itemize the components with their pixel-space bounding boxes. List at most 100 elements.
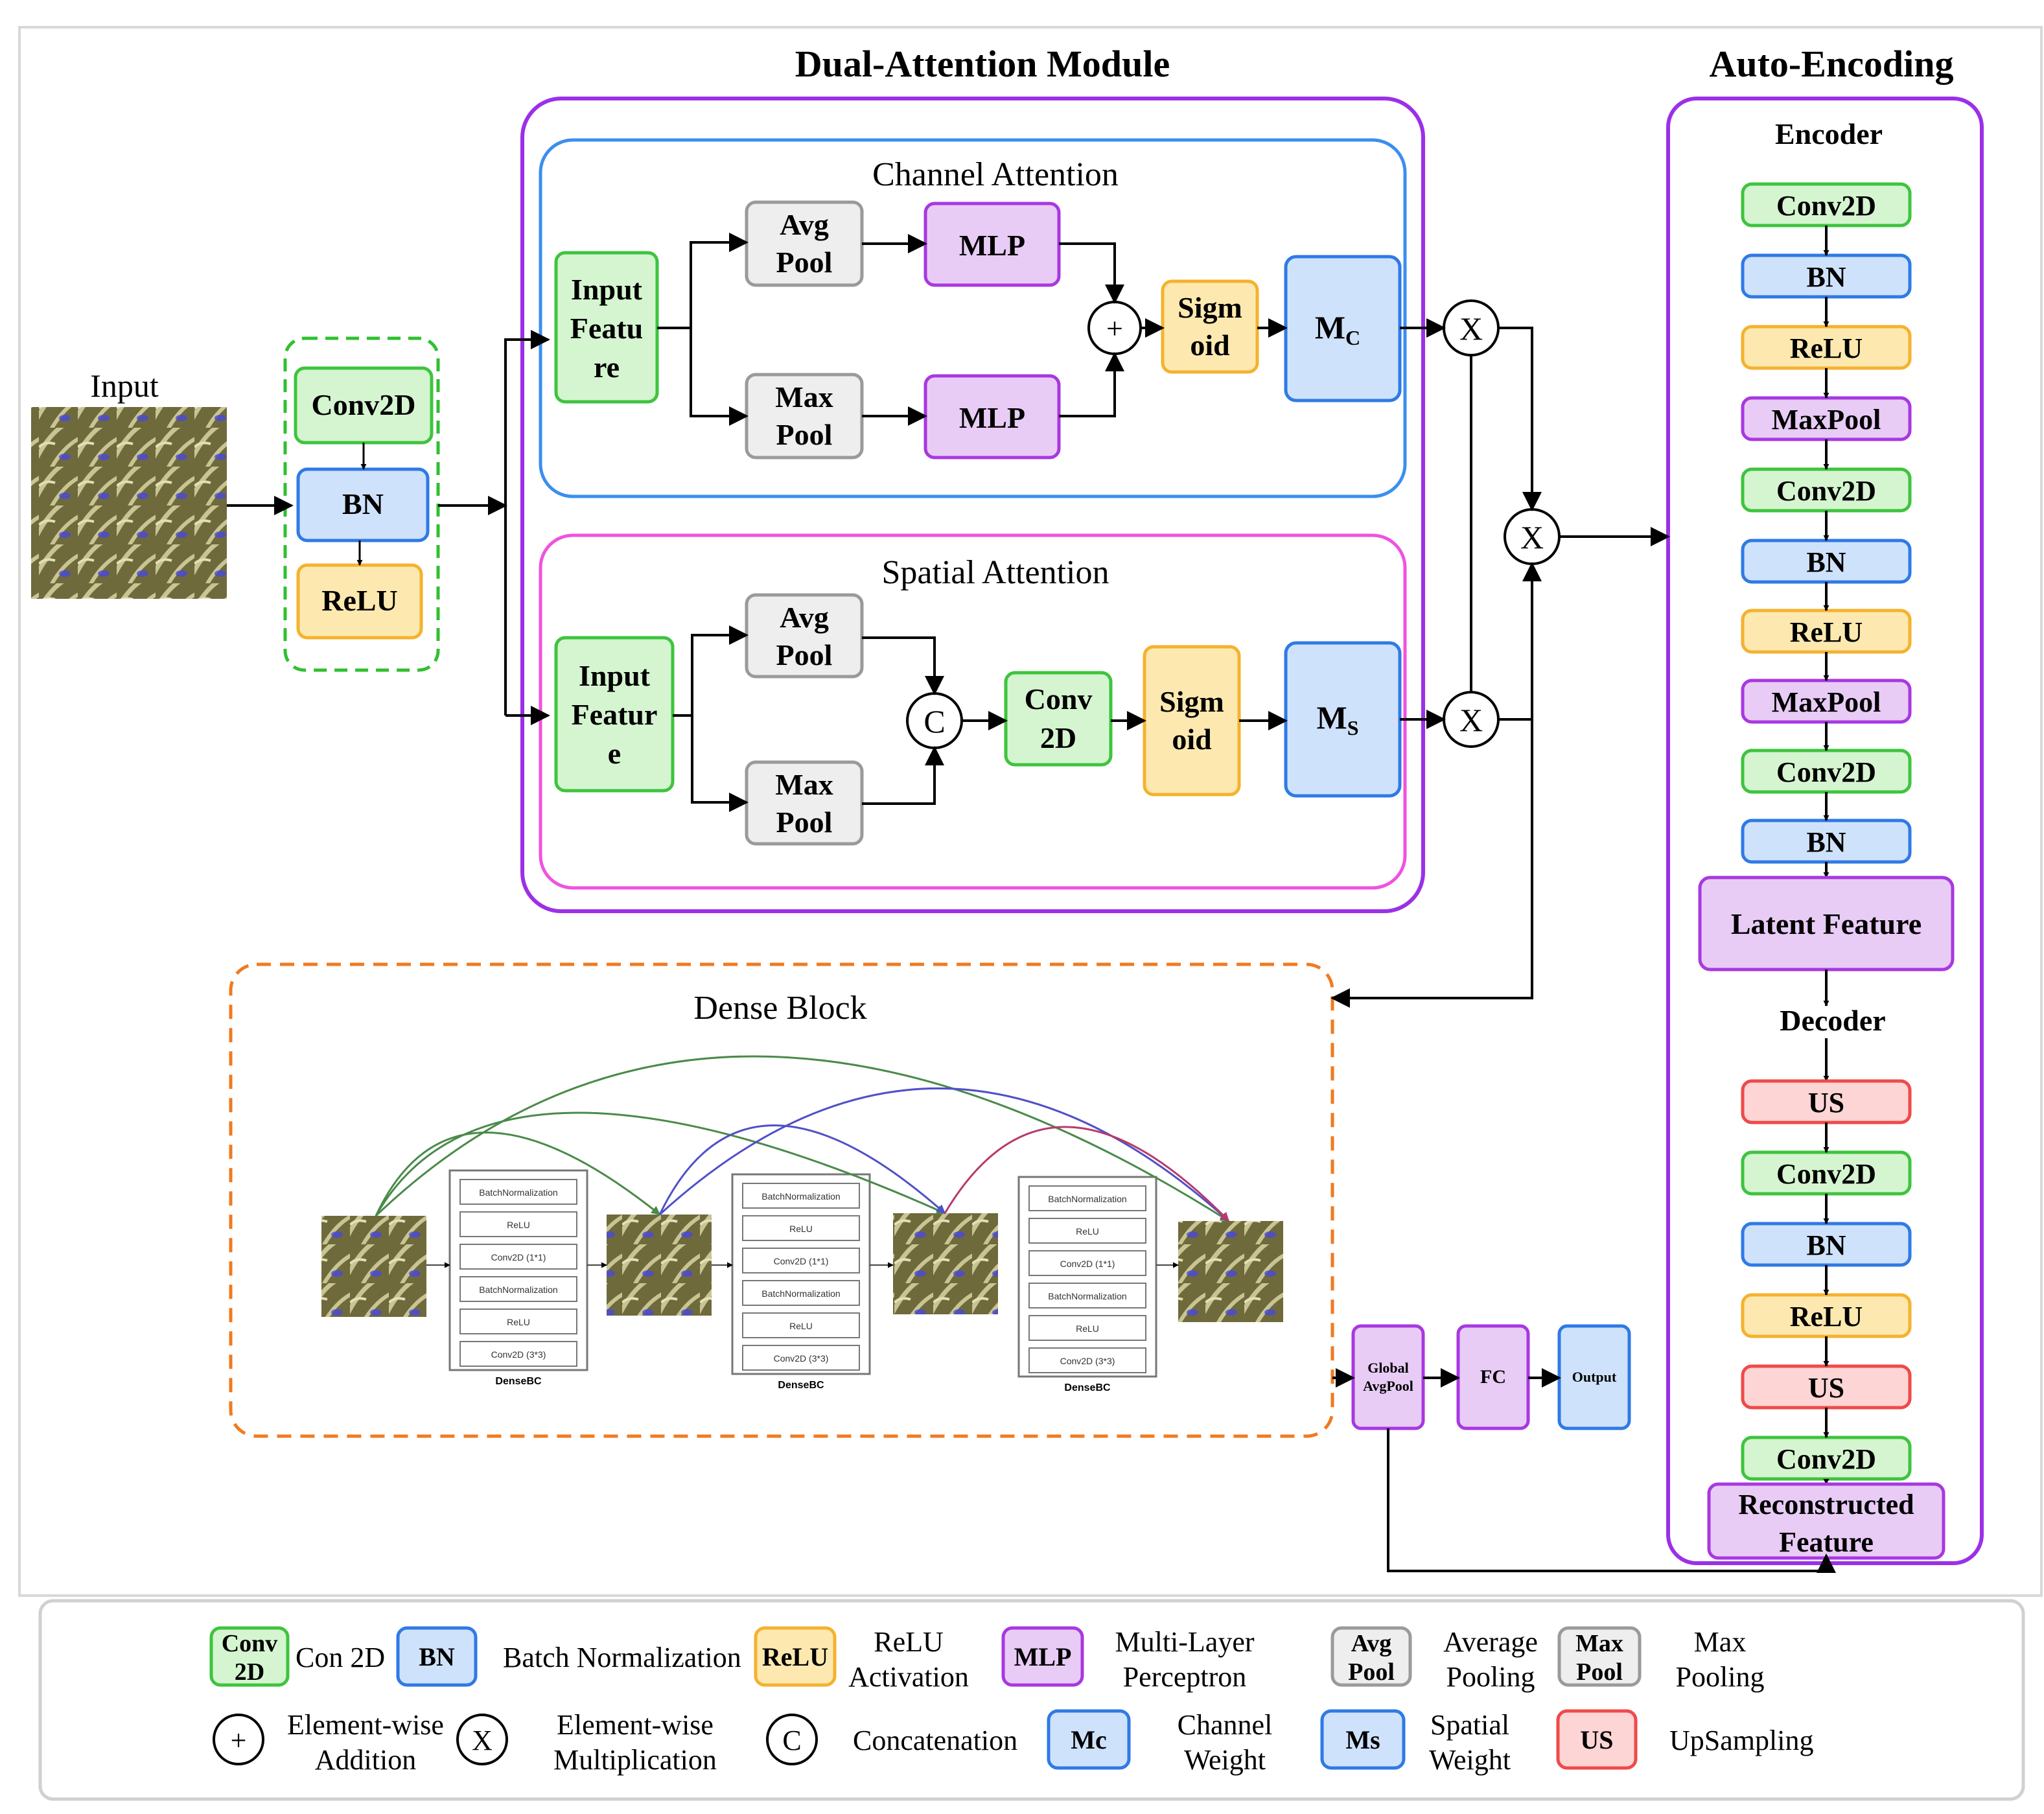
legend-item-6-symbol-line-2: Pool	[1576, 1658, 1623, 1686]
densebc-1-layer-1	[459, 1179, 577, 1205]
spatial-avgpool-line2: Pool	[776, 638, 833, 671]
encoder-layer-8-label: Conv2D	[1776, 756, 1876, 788]
legend-item-10-symbol-line-1: Mc	[1071, 1725, 1107, 1754]
arrow-gap-to-reconstructed	[1387, 1428, 1836, 1573]
dense-skip-connection-6	[944, 1126, 1230, 1222]
legend-item-2-symbol-line-1: BN	[419, 1642, 455, 1671]
spatial-input-feature-line3: e	[608, 737, 621, 770]
legend-item-3-symbol-line-1: ReLU	[762, 1642, 828, 1671]
stem-conv2d-label: Conv2D	[311, 388, 415, 421]
channel-sigmoid-line1: Sigm	[1178, 291, 1242, 324]
encoder-layer-4-label: Conv2D	[1776, 475, 1876, 507]
stem-bn-label: BN	[342, 487, 384, 520]
densebc-3-layer-5	[1028, 1315, 1146, 1341]
spatial-weight-sub: S	[1347, 716, 1359, 739]
dense-block-container	[229, 962, 1334, 1438]
spatial-conv2d-line1: Conv	[1025, 682, 1093, 715]
decoder-layer-5-label: Conv2D	[1776, 1443, 1876, 1475]
arrow-sp-max-concat	[862, 746, 944, 805]
dense-feature-map-2	[607, 1215, 712, 1316]
densebc-1-layer-4-label: BatchNormalization	[479, 1285, 557, 1295]
encoder-label: Encoder	[1775, 117, 1883, 150]
legend-item-12-desc-line-1: UpSampling	[1669, 1725, 1813, 1756]
spatial-weight-label: MS	[1317, 699, 1359, 739]
densebc-3-layer-1-label: BatchNormalization	[1048, 1194, 1126, 1204]
densebc-1-layer-5-label: ReLU	[507, 1317, 530, 1327]
densebc-1-layer-3-label: Conv2D (1*1)	[491, 1252, 546, 1262]
legend-item-7-symbol-line-1: +	[231, 1725, 247, 1756]
encoder-layer-2-label: ReLU	[1790, 332, 1863, 364]
legend-item-4-desc-line-1: Multi-Layer	[1115, 1626, 1254, 1658]
legend-item-9-desc-line-1: Concatenation	[853, 1725, 1017, 1756]
densebc-2-caption: DenseBC	[778, 1380, 824, 1391]
densebc-2-layer-2	[742, 1215, 860, 1241]
legend-item-1-symbol-line-1: Conv	[222, 1630, 278, 1657]
densebc-2-layer-4	[742, 1280, 860, 1306]
legend-item-7-desc-line-2: Addition	[315, 1744, 416, 1776]
legend-item-9-symbol-circle	[766, 1714, 818, 1765]
arrow-ch-input-avg	[657, 233, 749, 329]
spatial-sigmoid-line2: oid	[1172, 723, 1212, 756]
densebc-2-layer-2-label: ReLU	[789, 1224, 813, 1234]
spatial-maxpool-line2: Pool	[776, 806, 833, 839]
arrow-sp-input-max	[691, 715, 749, 812]
densebc-3-layer-4-label: BatchNormalization	[1048, 1291, 1126, 1301]
legend-item-5-desc-line-2: Pooling	[1446, 1661, 1535, 1693]
densebc-3-layer-2	[1028, 1218, 1146, 1244]
channel-mlp-top-label: MLP	[959, 229, 1025, 262]
channel-maxpool-line1: Max	[775, 380, 833, 413]
legend-item-12-symbol-line-1: US	[1580, 1725, 1613, 1754]
densebc-2-layer-5	[742, 1312, 860, 1338]
dense-skip-connection-1	[375, 1132, 661, 1216]
spatial-input-feature-line1: Input	[579, 659, 651, 692]
densebc-2-layer-5-label: ReLU	[789, 1321, 813, 1331]
channel-weight-sub: C	[1345, 326, 1360, 349]
legend-item-7-desc-line-1: Element-wise	[287, 1709, 444, 1741]
channel-avgpool-line1: Avg	[780, 208, 829, 241]
legend-item-6-symbol-box	[1557, 1626, 1642, 1687]
channel-avgpool-line2: Pool	[776, 246, 833, 279]
legend-item-10-desc-line-2: Weight	[1184, 1744, 1266, 1776]
fc-label: FC	[1480, 1366, 1506, 1388]
connectors	[227, 233, 1836, 1573]
densebc-1-layer-2-label: ReLU	[507, 1220, 530, 1230]
dual-attention-title: Dual-Attention Module	[795, 43, 1170, 85]
legend-item-8-desc-line-1: Element-wise	[557, 1709, 714, 1741]
decoder-layer-4-label: US	[1808, 1372, 1844, 1404]
multiply-symbol-combine: X	[1520, 519, 1544, 555]
spatial-maxpool-line1: Max	[775, 768, 833, 801]
multiply-symbol-spatial: X	[1459, 702, 1483, 738]
densebc-1-layer-3	[459, 1244, 577, 1270]
legend-item-4-symbol-box	[1001, 1626, 1084, 1687]
legend-item-11-desc-line-2: Weight	[1429, 1744, 1511, 1776]
channel-addition-symbol: +	[1106, 312, 1123, 345]
legend-item-3-symbol-box	[754, 1626, 837, 1687]
legend-item-3-desc-line-2: Activation	[848, 1661, 969, 1693]
densebc-1-caption: DenseBC	[495, 1376, 542, 1387]
arrow-sp-input-avg	[673, 625, 749, 717]
densebc-3-layer-4	[1028, 1283, 1146, 1308]
densebc-2-layer-6-label: Conv2D (3*3)	[774, 1353, 829, 1364]
encoder-layer-6-label: ReLU	[1790, 616, 1863, 648]
dense-block-title: Dense Block	[693, 990, 866, 1027]
legend-item-6-desc-line-2: Pooling	[1676, 1661, 1765, 1693]
densebc-3-layer-5-label: ReLU	[1076, 1323, 1099, 1334]
arrow-sp-avg-concat	[862, 636, 944, 695]
densebc-2-layer-3-label: Conv2D (1*1)	[774, 1256, 829, 1266]
densebc-3-layer-6	[1028, 1347, 1146, 1373]
channel-weight-main: M	[1315, 309, 1345, 345]
reconstructed-feature-line-1: Reconstructed	[1738, 1489, 1914, 1520]
arrow-mul-channel-to-combine	[1498, 327, 1542, 511]
channel-weight-label: MC	[1315, 309, 1360, 349]
arrow-ch-mlp-bottom-add	[1059, 352, 1124, 417]
encoder-layer-9-label: BN	[1806, 826, 1846, 858]
auto-encoding-title: Auto-Encoding	[1709, 43, 1953, 85]
decoder-layer-1-label: Conv2D	[1776, 1158, 1876, 1190]
legend-item-5-desc-line-1: Average	[1443, 1626, 1538, 1658]
legend-container	[38, 1599, 2025, 1801]
output-label: Output	[1572, 1369, 1617, 1385]
outer-frame	[18, 26, 2043, 1597]
